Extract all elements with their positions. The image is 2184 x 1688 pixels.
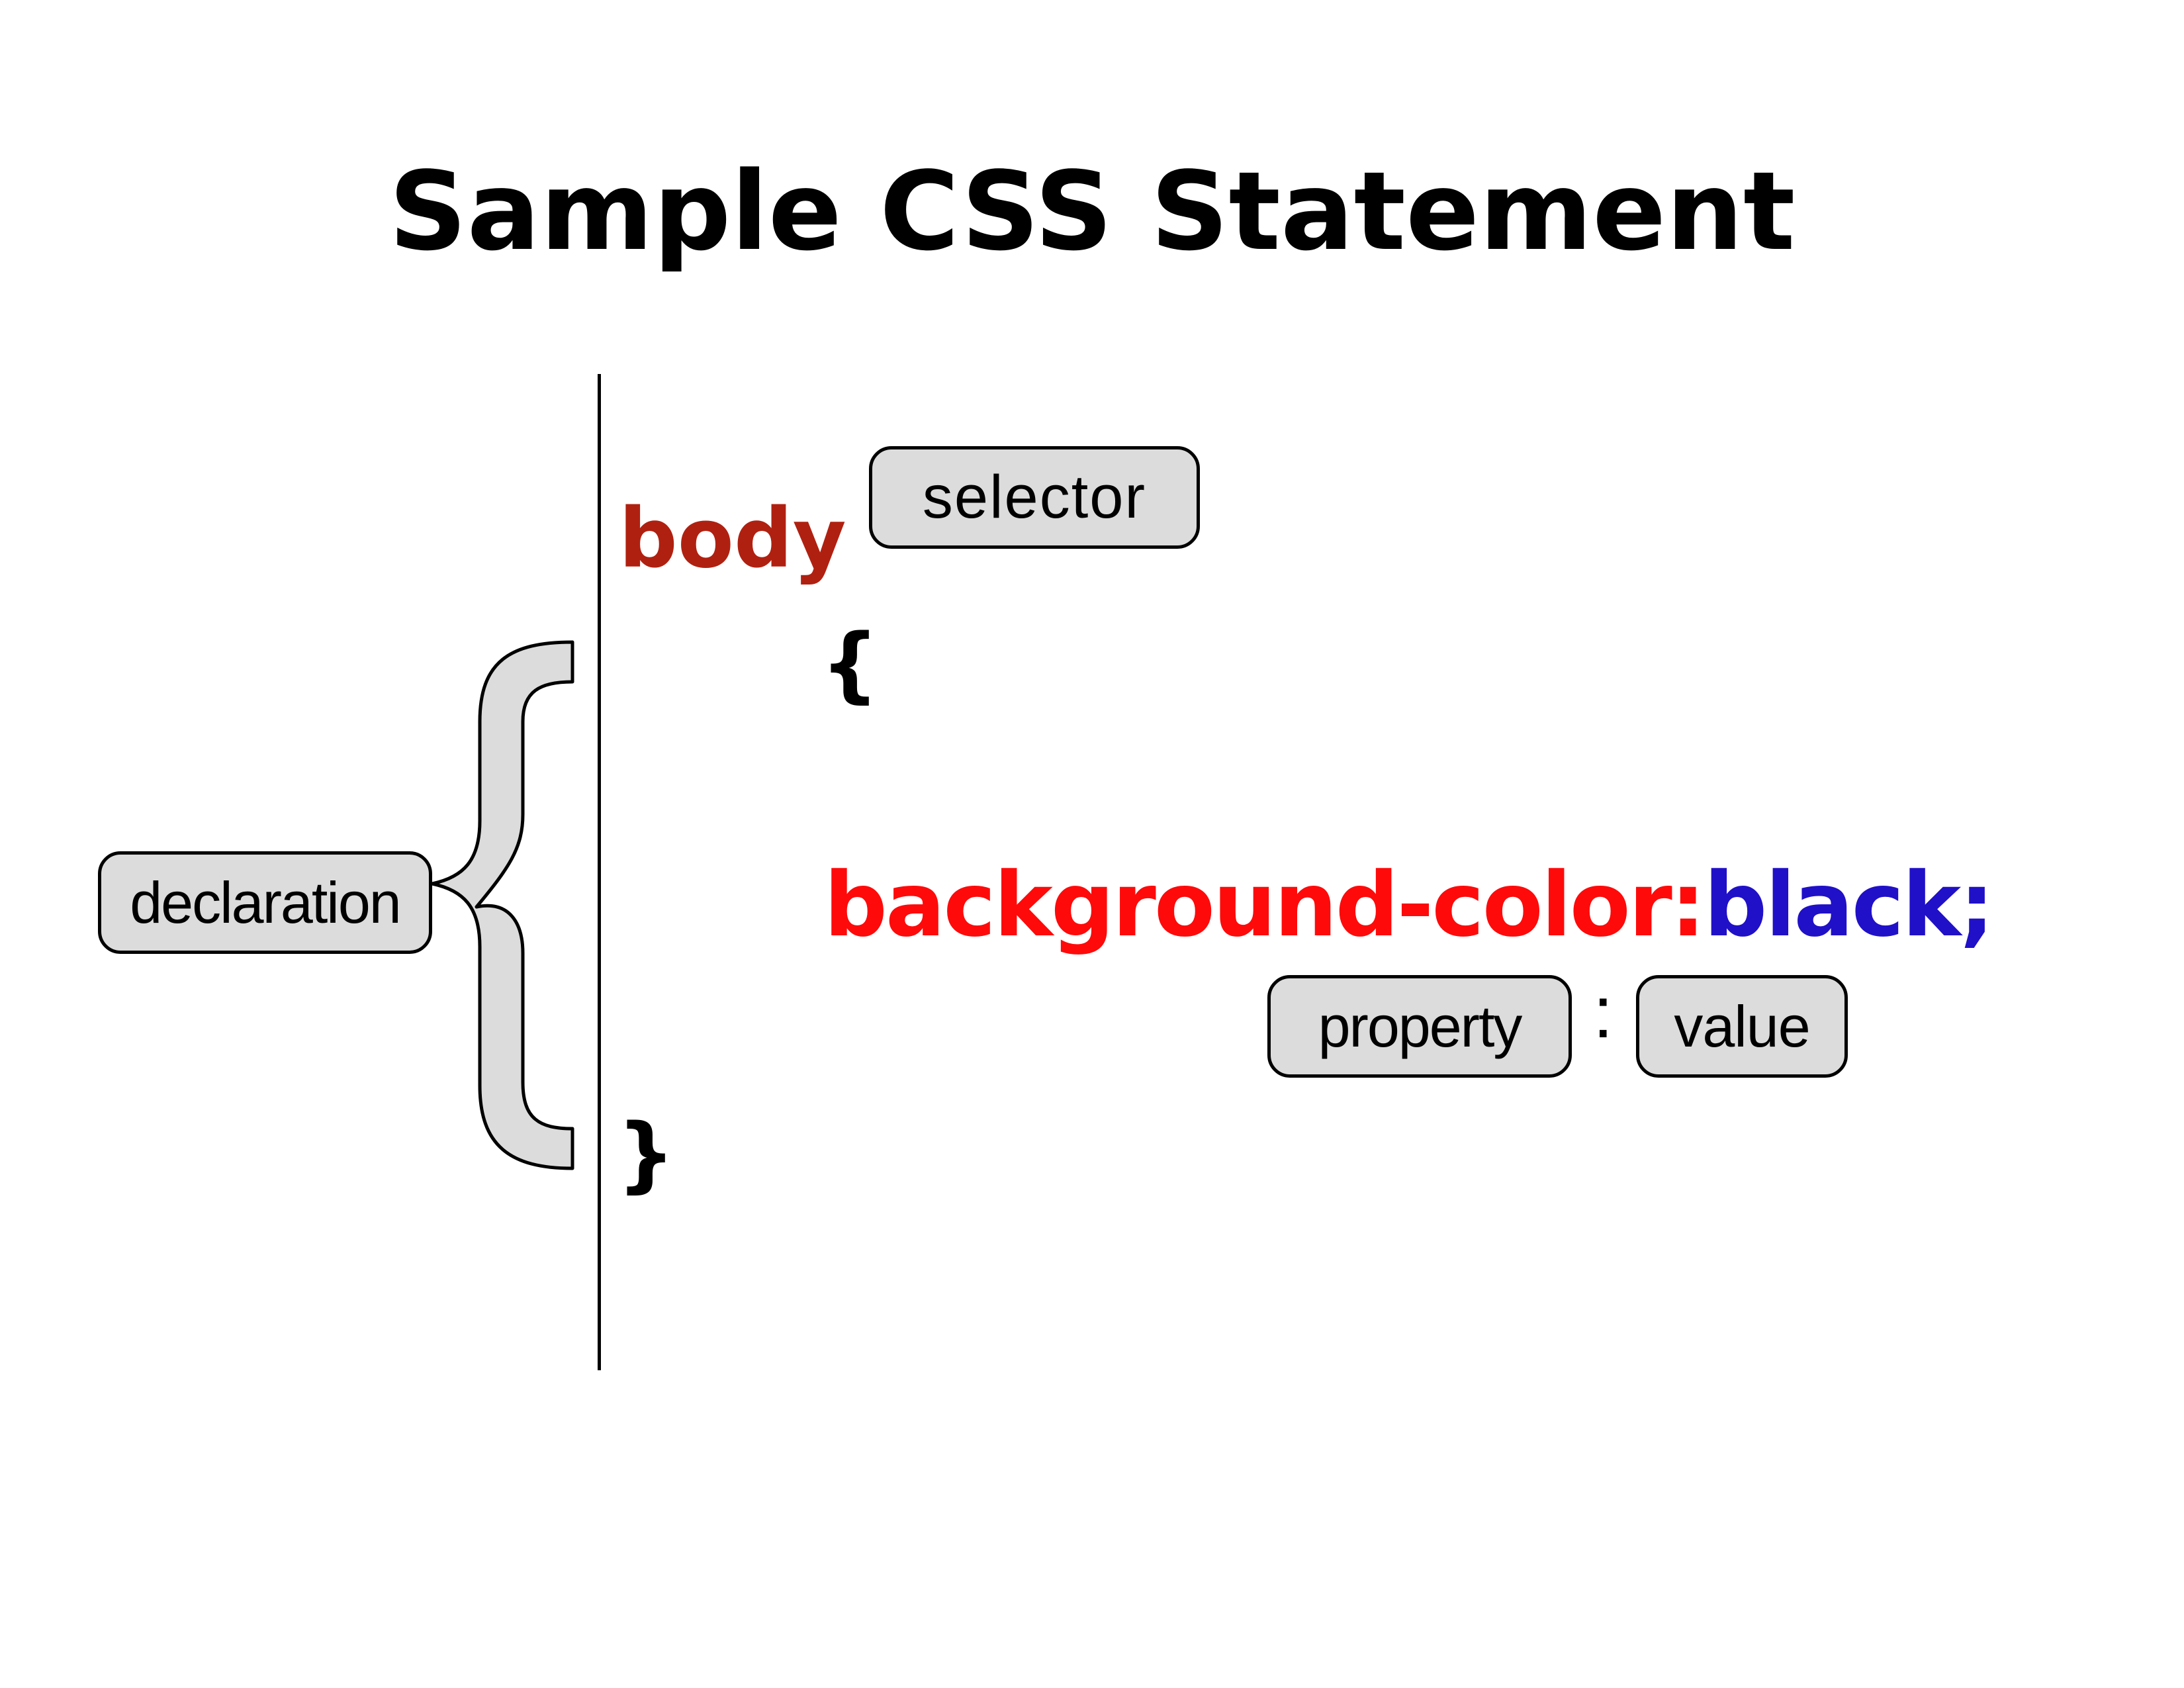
css-selector: body: [619, 491, 846, 586]
css-value: black;: [1704, 853, 1994, 957]
declaration-curly-brace: [430, 640, 574, 1170]
close-brace: }: [617, 1107, 676, 1202]
vertical-divider: [598, 374, 601, 1370]
css-property: background-color:: [824, 853, 1706, 957]
value-callout: value: [1636, 975, 1848, 1078]
callout-separator: :: [1593, 972, 1614, 1053]
open-brace: {: [821, 617, 880, 712]
property-callout: property: [1267, 975, 1572, 1078]
selector-callout: selector: [869, 446, 1200, 549]
css-declaration: background-color:black;: [824, 861, 1995, 949]
page-title: Sample CSS Statement: [388, 148, 1796, 275]
declaration-callout: declaration: [98, 851, 432, 954]
